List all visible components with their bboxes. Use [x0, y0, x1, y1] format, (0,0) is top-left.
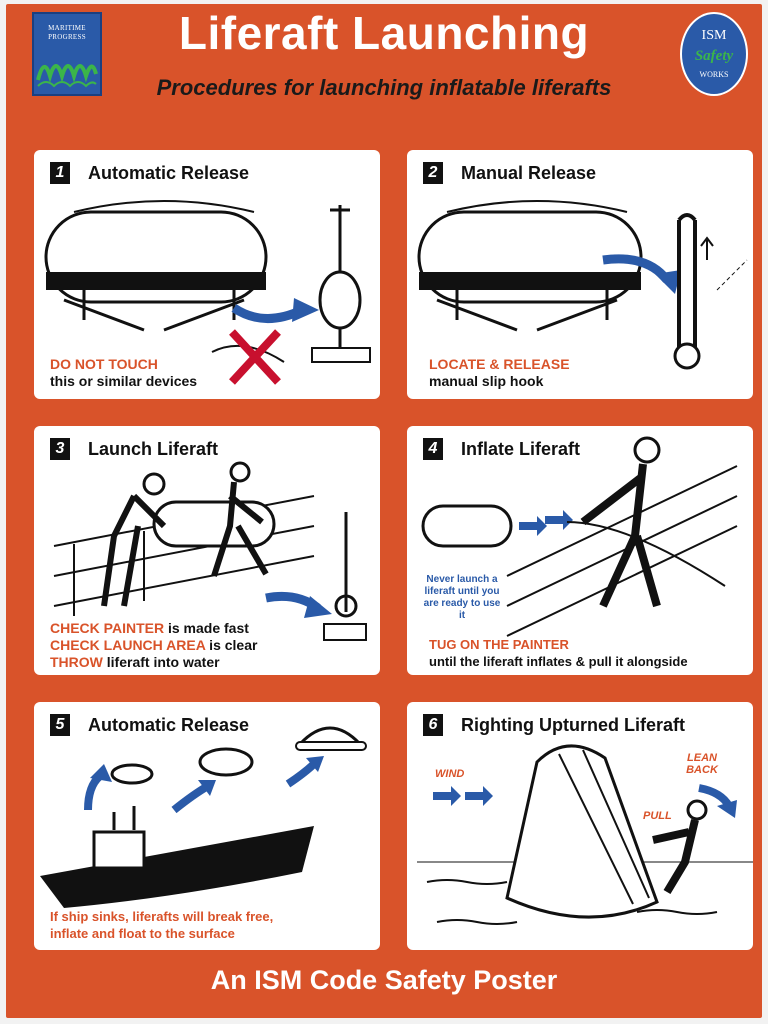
caption-line1: If ship sinks, liferafts will break free… — [50, 909, 274, 924]
caption-rest: until the liferaft inflates & pull it al… — [429, 654, 688, 669]
caption-line2: inflate and float to the surface — [50, 926, 235, 941]
panel-title: Inflate Liferaft — [461, 439, 581, 459]
liferaft-cradle-illustration — [44, 200, 371, 385]
crew-throwing-liferaft-illustration — [53, 461, 367, 641]
caption-highlight: CHECK LAUNCH AREA — [50, 637, 206, 653]
righting-liferaft-illustration — [417, 744, 753, 925]
caption-rest: manual slip hook — [429, 373, 544, 389]
panel-caption: DO NOT TOUCH this or similar devices — [50, 356, 197, 390]
panel-title: Manual Release — [461, 163, 597, 183]
inflating-liferaft-icon — [198, 747, 254, 777]
panel-automatic-release-sinking: 5 Automatic Release If ship sinks, lifer… — [34, 702, 380, 950]
poster-title: Liferaft Launching — [178, 7, 590, 59]
ism-safety-works-logo: ISM Safety WORKS — [680, 12, 748, 96]
panel-number: 4 — [423, 438, 443, 460]
slip-hook-icon — [677, 213, 697, 350]
caption-rest: liferaft into water — [102, 654, 220, 670]
panel-caption: If ship sinks, liferafts will break free… — [50, 908, 273, 942]
hydrostatic-release-icon — [318, 270, 362, 330]
upturned-liferaft-icon — [505, 744, 659, 919]
caption-highlight: THROW — [50, 654, 103, 670]
liferaft-canister-icon — [110, 763, 154, 785]
panel-manual-release: 2 Manual Release LOCATE & RELEASE manual… — [407, 150, 753, 399]
waves-logo-icon — [36, 64, 98, 88]
panel-caption: CHECK PAINTER is made fast CHECK LAUNCH … — [50, 620, 257, 671]
maritime-progress-logo: MARITIME PROGRESS — [32, 12, 102, 96]
poster-footer: An ISM Code Safety Poster — [210, 965, 558, 995]
arrow-icon — [84, 772, 103, 811]
crew-member-icon — [229, 461, 251, 483]
panel-number: 2 — [423, 162, 443, 184]
poster-subtitle: Procedures for launching inflatable life… — [156, 75, 612, 100]
caption-highlight: TUG ON THE PAINTER — [429, 637, 569, 652]
caption-highlight: LOCATE & RELEASE — [429, 356, 570, 372]
label-wind: WIND — [435, 768, 465, 780]
panel-launch-liferaft: 3 Launch Liferaft CHECK PAINTER is made … — [34, 426, 380, 675]
arrow-icon — [231, 304, 304, 323]
warning-note: Never launch a liferaft until you are re… — [423, 574, 501, 621]
logo-right-top: ISM — [701, 28, 727, 43]
logo-left-line1: MARITIME — [48, 24, 86, 32]
caption-rest: is made fast — [164, 620, 249, 636]
logo-right-bottom: WORKS — [699, 70, 729, 79]
arrow-icon — [545, 510, 573, 530]
panel-number: 5 — [50, 714, 70, 736]
crew-member-icon — [686, 799, 708, 821]
sinking-ship-illustration — [40, 726, 367, 908]
liferaft-canister-icon — [421, 504, 513, 548]
arrow-icon — [433, 786, 461, 806]
caption-highlight: CHECK PAINTER — [50, 620, 165, 636]
panel-title: Righting Upturned Liferaft — [461, 715, 685, 735]
panel-title: Automatic Release — [88, 715, 250, 735]
panel-inflate-liferaft: 4 Inflate Liferaft Never launch a lifera… — [407, 426, 753, 675]
panel-number: 6 — [423, 714, 443, 736]
label-pull: PULL — [643, 810, 672, 822]
sinking-ship-icon — [40, 826, 314, 908]
crew-tugging-painter-illustration — [421, 436, 738, 637]
panel-title: Automatic Release — [88, 163, 250, 183]
logo-right-middle: Safety — [694, 48, 734, 64]
panel-automatic-release: 1 Automatic Release DO NOT TOUCH this or… — [34, 150, 380, 399]
panel-number: 1 — [50, 162, 70, 184]
panel-caption: LOCATE & RELEASE manual slip hook — [429, 356, 570, 390]
panel-righting-upturned-liferaft: 6 Righting Upturned Liferaft WIND LEAN B… — [407, 702, 753, 950]
panel-caption: TUG ON THE PAINTER until the liferaft in… — [429, 636, 688, 670]
crew-member-icon — [633, 436, 661, 464]
panel-title: Launch Liferaft — [88, 439, 219, 459]
do-not-touch-cross-icon — [229, 329, 281, 385]
panel-number: 3 — [50, 438, 70, 460]
arrow-icon — [171, 782, 211, 814]
label-lean-back: LEAN BACK — [686, 752, 718, 776]
arrow-icon — [519, 516, 547, 536]
caption-highlight: DO NOT TOUCH — [50, 356, 158, 372]
caption-rest: this or similar devices — [50, 373, 198, 389]
arrow-icon — [465, 786, 493, 806]
caption-rest: is clear — [205, 637, 258, 653]
arrow-icon — [285, 759, 319, 788]
crew-member-icon — [142, 472, 166, 496]
logo-left-line2: PROGRESS — [48, 33, 86, 41]
manual-slip-hook-illustration — [417, 200, 748, 370]
